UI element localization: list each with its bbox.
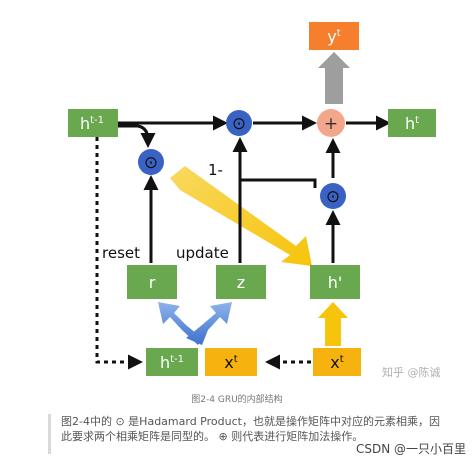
hadamard-op-reset: ⊙ <box>138 149 164 175</box>
node-x-right: xt <box>313 348 361 376</box>
candidate-input-arrow <box>318 302 348 346</box>
node-h-prev-bottom: ht-1 <box>146 348 198 376</box>
svg-text:⊙: ⊙ <box>232 114 246 134</box>
node-x-mid: xt <box>205 348 257 376</box>
label-one-minus: 1- <box>208 161 223 179</box>
zhihu-watermark: 知乎 @陈诚 <box>382 366 441 379</box>
one-minus-z-line <box>240 178 317 188</box>
svg-text:ht-1: ht-1 <box>80 114 104 133</box>
svg-text:ht-1: ht-1 <box>160 353 184 372</box>
svg-text:z: z <box>237 273 245 292</box>
svg-text:yt: yt <box>327 27 340 46</box>
hprev-to-bottom-dotted <box>95 137 143 370</box>
figure-caption: 图2-4 GRU的内部结构 <box>191 395 283 405</box>
caption-text: 图2-4中的 ⊙ 是Hadamard Product，也就是操作矩阵中对应的元素… <box>48 414 448 454</box>
svg-text:xt: xt <box>330 353 343 372</box>
csdn-watermark: CSDN @一只小百里 <box>355 440 466 457</box>
svg-text:ht: ht <box>405 114 419 133</box>
output-gray-arrow <box>318 52 350 104</box>
input-blue-arrows <box>158 302 232 345</box>
svg-text:h': h' <box>328 273 343 292</box>
svg-text:⊙: ⊙ <box>326 187 340 207</box>
hadamard-op-update: ⊙ <box>320 183 346 209</box>
node-h-candidate: h' <box>310 265 360 299</box>
connection-lines <box>118 115 391 263</box>
node-z-gate: z <box>216 265 266 299</box>
label-update: update <box>176 244 229 262</box>
svg-text:r: r <box>149 273 156 292</box>
node-h-prev: ht-1 <box>68 109 118 137</box>
node-r-gate: r <box>127 265 177 299</box>
svg-text:+: + <box>324 114 338 134</box>
add-op: + <box>317 109 345 137</box>
dotted-lines <box>95 137 311 370</box>
svg-text:xt: xt <box>224 353 237 372</box>
node-h-out: ht <box>388 109 436 137</box>
hadamard-op-top: ⊙ <box>226 110 252 136</box>
hprev-to-reset-hadamard-line <box>118 124 156 148</box>
node-y-out: yt <box>309 22 359 50</box>
label-reset: reset <box>102 244 140 262</box>
svg-text:⊙: ⊙ <box>144 153 158 173</box>
